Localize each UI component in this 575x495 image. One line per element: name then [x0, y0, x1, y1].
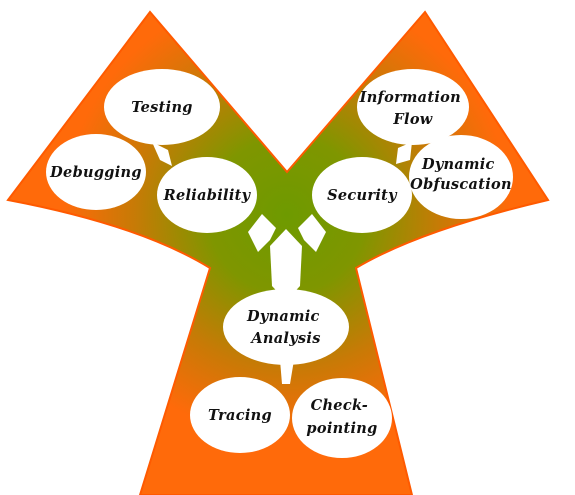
debugging-bubble: [46, 134, 146, 210]
checkpointing-label: Check- pointing: [306, 397, 377, 437]
bubble-connectors: [152, 142, 412, 384]
dynamic-analysis-bubble: [223, 289, 349, 365]
security-bubble: [312, 157, 412, 233]
reliability-label: Reliability: [163, 187, 252, 204]
reliability-bubble: [157, 157, 257, 233]
y-logo-icon: [248, 214, 326, 301]
checkpointing-bubble: [292, 378, 392, 458]
testing-bubble: [104, 69, 220, 145]
testing-label: Testing: [131, 99, 193, 116]
security-label: Security: [327, 187, 398, 204]
debugging-label: Debugging: [49, 164, 142, 181]
tracing-label: Tracing: [208, 407, 272, 424]
dynamic-obfuscation-bubble: [409, 135, 513, 219]
information-flow-bubble: [357, 69, 469, 145]
dynamic-analysis-label: Dynamic Analysis: [246, 308, 325, 347]
information-flow-label: Information Flow: [359, 89, 467, 128]
dynamic-obfuscation-label: Dynamic Obfuscation: [410, 156, 512, 193]
tracing-bubble: [190, 377, 290, 453]
